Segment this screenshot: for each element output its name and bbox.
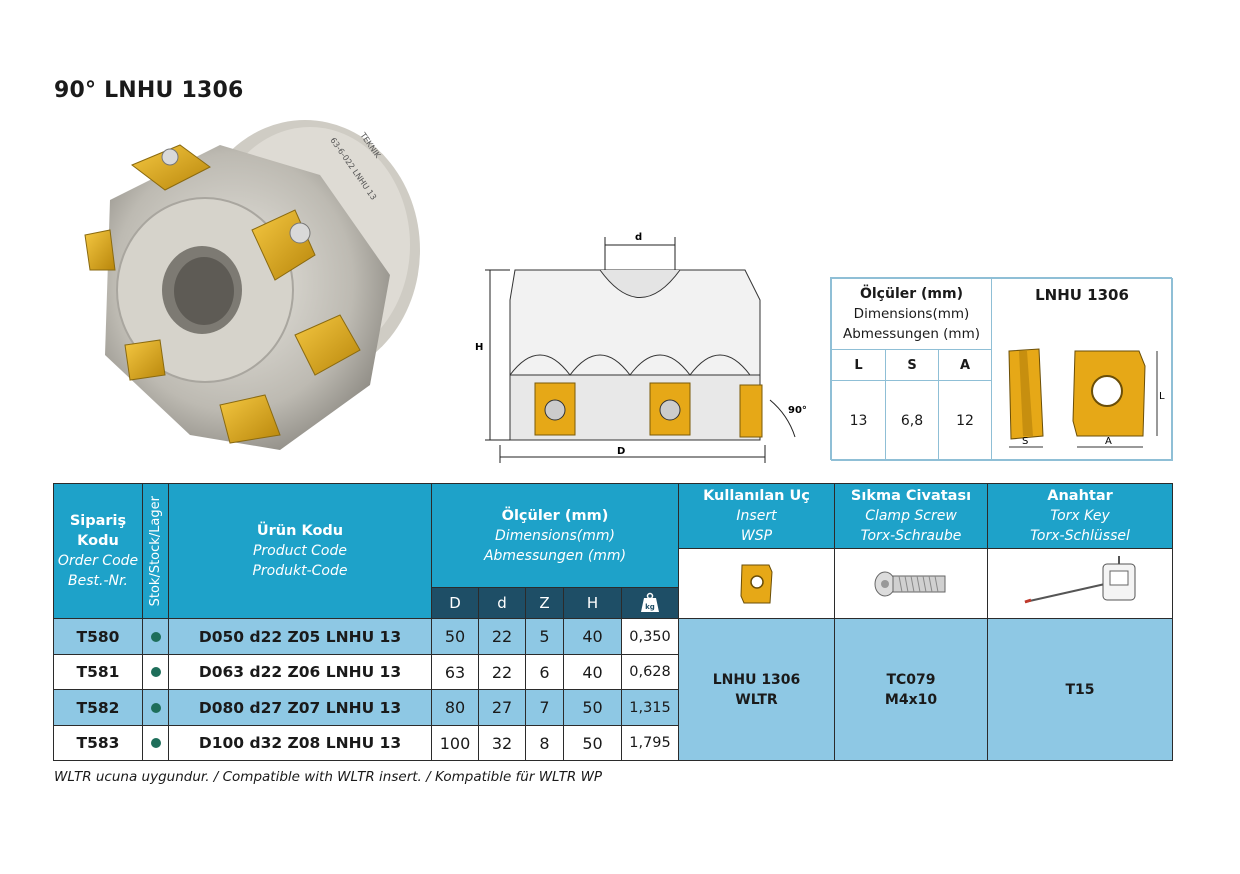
insert-tooth-4 xyxy=(219,394,281,444)
insert-tooth-3 xyxy=(294,314,361,376)
insert-tooth-6 xyxy=(124,339,166,381)
insert-value-cell: LNHU 1306 WLTR xyxy=(678,618,835,761)
stock-dot xyxy=(142,689,169,726)
stock-dot xyxy=(142,725,169,761)
screw-image-cell xyxy=(834,548,988,619)
key-value-cell: T15 xyxy=(987,618,1173,761)
value-weight: 1,315 xyxy=(621,689,679,726)
value-d: 22 xyxy=(478,654,526,690)
technical-drawing: d H D 90° xyxy=(475,232,807,463)
value-weight: 1,795 xyxy=(621,725,679,761)
value-weight: 0,628 xyxy=(621,654,679,690)
dim-label-L: L xyxy=(831,349,886,381)
footnote: WLTR ucuna uygundur. / Compatible with W… xyxy=(54,769,603,785)
order-code-T581: T581 xyxy=(53,654,143,690)
drawing-label-H: H xyxy=(475,342,483,353)
insert-dimension-figure: S A L xyxy=(1008,348,1165,448)
order-code-T580: T580 xyxy=(53,618,143,655)
insert-title: LNHU 1306 xyxy=(1035,286,1129,304)
value-Z: 5 xyxy=(525,618,564,655)
header-torx-key: Anahtar Torx Key Torx-Schlüssel xyxy=(987,483,1173,549)
stock-dot xyxy=(142,618,169,655)
fig-label-L: L xyxy=(1159,391,1165,402)
value-d: 27 xyxy=(478,689,526,726)
dim-label-A: A xyxy=(938,349,992,381)
fig-label-A: A xyxy=(1105,436,1112,447)
header-dim-d: d xyxy=(478,587,526,619)
header-insert: Kullanılan Uç Insert WSP xyxy=(678,483,835,549)
key-image-cell xyxy=(987,548,1173,619)
header-clamp-screw: Sıkma Civatası Clamp Screw Torx-Schraube xyxy=(834,483,988,549)
stock-indicator-icon xyxy=(150,631,161,642)
milling-cutter-image: TEKNIK 63-6-022 LNHU 13 xyxy=(84,120,420,450)
product-code: D100 d32 Z08 LNHU 13 xyxy=(168,725,432,761)
value-Z: 8 xyxy=(525,725,564,761)
insert-dimensions-box: Ölçüler (mm) Dimensions(mm) Abmessungen … xyxy=(830,277,1173,461)
stock-indicator-icon xyxy=(150,738,161,748)
dim-label-S: S xyxy=(885,349,939,381)
value-Z: 7 xyxy=(525,689,564,726)
value-Z: 6 xyxy=(525,654,564,690)
fig-label-S: S xyxy=(1022,436,1028,447)
order-code-T583: T583 xyxy=(53,725,143,761)
dim-value-L: 13 xyxy=(831,380,886,461)
header-product-code: Ürün Kodu Product Code Produkt-Code xyxy=(168,483,432,619)
product-code: D063 d22 Z06 LNHU 13 xyxy=(168,654,432,690)
dim-value-A: 12 xyxy=(938,380,992,461)
insert-image-cell xyxy=(678,548,835,619)
clamp-screw-icon xyxy=(874,571,946,596)
value-D: 63 xyxy=(431,654,479,690)
page-title: 90° LNHU 1306 xyxy=(54,78,244,103)
value-d: 32 xyxy=(478,725,526,761)
value-H: 40 xyxy=(563,618,622,655)
value-H: 40 xyxy=(563,654,622,690)
value-weight: 0,350 xyxy=(621,618,679,655)
product-table: Sipariş Kodu Order Code Best.-Nr. Stok/S… xyxy=(53,483,1173,761)
value-D: 80 xyxy=(431,689,479,726)
weight-icon: kg xyxy=(641,592,659,612)
stock-indicator-icon xyxy=(150,667,161,677)
value-H: 50 xyxy=(563,725,622,761)
stock-dot xyxy=(142,654,169,690)
value-d: 22 xyxy=(478,618,526,655)
drawing-label-angle: 90° xyxy=(788,405,807,416)
insert-figure-cell: LNHU 1306 S A L xyxy=(991,278,1173,461)
value-H: 50 xyxy=(563,689,622,726)
insert-icon xyxy=(739,564,773,603)
order-code-T582: T582 xyxy=(53,689,143,726)
header-dim-H: H xyxy=(563,587,622,619)
value-D: 100 xyxy=(431,725,479,761)
screw-value-cell: TC079 M4x10 xyxy=(834,618,988,761)
header-dim-D: D xyxy=(431,587,479,619)
insert-tooth-5 xyxy=(84,229,116,271)
product-code: D050 d22 Z05 LNHU 13 xyxy=(168,618,432,655)
drawing-label-d: d xyxy=(635,232,642,243)
dim-value-S: 6,8 xyxy=(885,380,939,461)
stock-indicator-icon xyxy=(150,702,161,713)
product-code: D080 d27 Z07 LNHU 13 xyxy=(168,689,432,726)
header-dimensions: Ölçüler (mm) Dimensions(mm) Abmessungen … xyxy=(431,483,679,588)
header-order-code: Sipariş Kodu Order Code Best.-Nr. xyxy=(53,483,143,619)
svg-text:kg: kg xyxy=(645,603,655,611)
header-dim-Z: Z xyxy=(525,587,564,619)
header-weight: kg xyxy=(621,587,679,619)
torx-key-icon xyxy=(1024,555,1136,603)
value-D: 50 xyxy=(431,618,479,655)
drawing-insert-3 xyxy=(739,384,763,438)
dimensions-header: Ölçüler (mm) Dimensions(mm) Abmessungen … xyxy=(831,278,992,350)
drawing-label-D: D xyxy=(617,446,625,457)
header-stock: Stok/Stock/Lager xyxy=(142,483,169,619)
